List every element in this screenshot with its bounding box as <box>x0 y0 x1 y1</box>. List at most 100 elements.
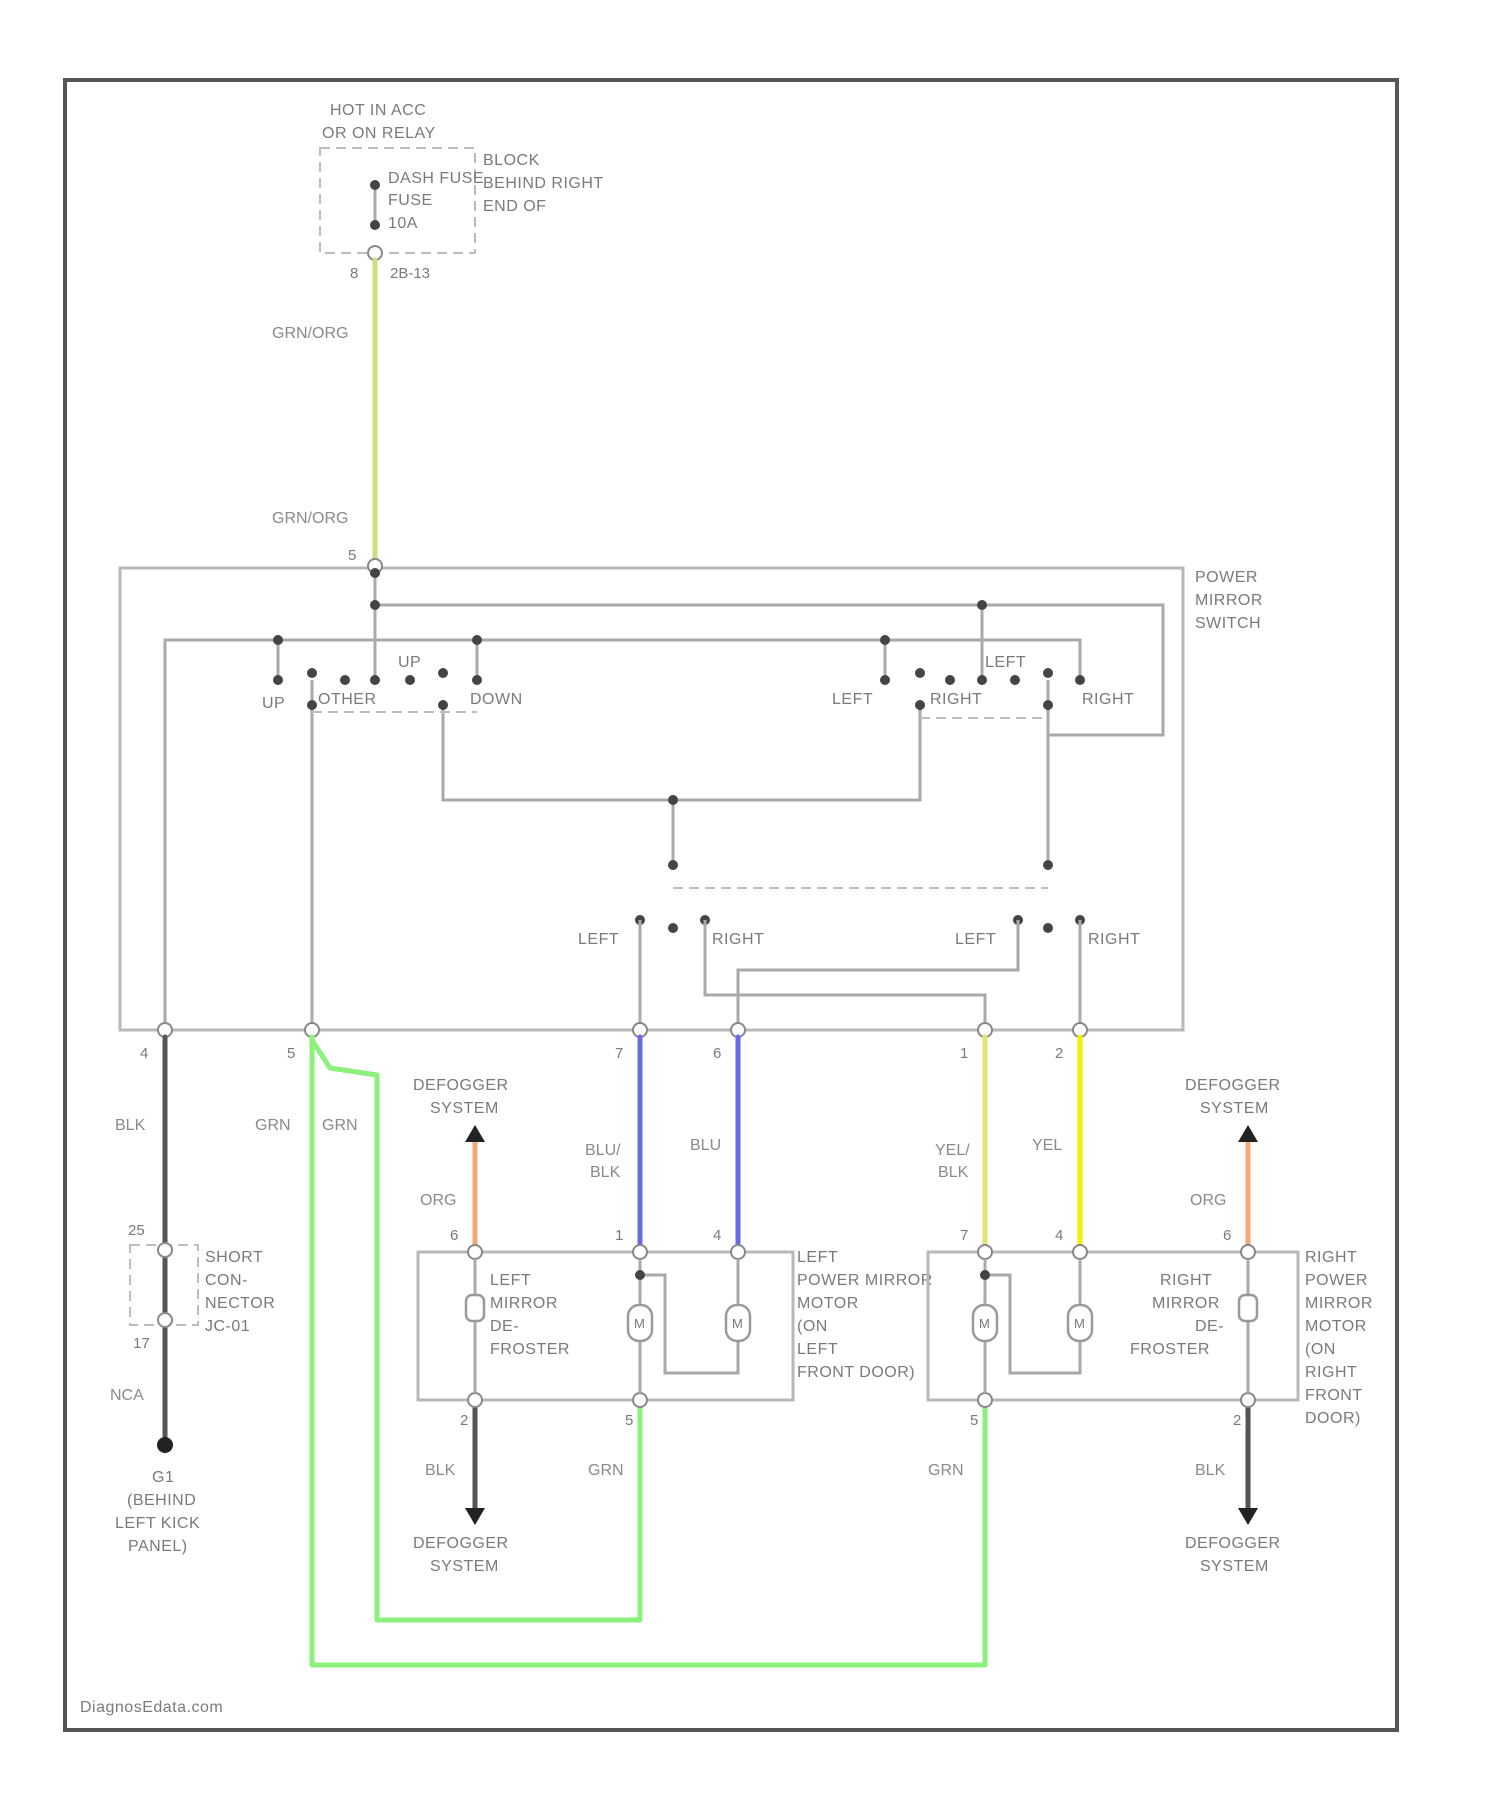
ground-icon <box>157 1437 173 1453</box>
wire-label-yel: YEL <box>1032 1137 1062 1154</box>
selector-label-right-1: RIGHT <box>712 931 764 948</box>
switch-node <box>472 635 482 645</box>
arrow-down-icon <box>465 1508 485 1525</box>
switch-node <box>307 668 317 678</box>
switch-pin-label: 6 <box>713 1045 721 1062</box>
switch-label-left-2: LEFT <box>985 654 1026 671</box>
short-connector-pin-label: 17 <box>133 1335 150 1352</box>
fuse-node <box>370 180 380 190</box>
wire-label-org-right: ORG <box>1190 1192 1226 1209</box>
left-motor-pin-label: 2 <box>460 1412 468 1429</box>
defogger-label: DEFOGGER <box>1185 1077 1281 1094</box>
right-motor-pin-label: 6 <box>1223 1227 1231 1244</box>
switch-node <box>668 923 678 933</box>
right-defroster-label: FROSTER <box>1130 1341 1210 1358</box>
right-motor-m1-symbol: M <box>979 1316 990 1331</box>
switch-node <box>915 668 925 678</box>
fuse-block: HOT IN ACC OR ON RELAY DASH FUSE FUSE 10… <box>320 102 604 282</box>
switch-node <box>438 668 448 678</box>
switch-node <box>1075 675 1085 685</box>
switch-label-other: OTHER <box>318 691 377 708</box>
defogger-bottom-left: DEFOGGER SYSTEM <box>413 1508 509 1575</box>
watermark: DiagnosEdata.com <box>80 1699 223 1716</box>
arrow-down-icon <box>1238 1508 1258 1525</box>
wire-label-org-left: ORG <box>420 1192 456 1209</box>
switch-pin-label: 5 <box>287 1045 295 1062</box>
right-motor-m2-symbol: M <box>1074 1316 1085 1331</box>
left-motor-name: POWER MIRROR <box>797 1272 933 1289</box>
left-defroster-label: FROSTER <box>490 1341 570 1358</box>
defogger-label: DEFOGGER <box>413 1077 509 1094</box>
wire-label-nca: NCA <box>110 1387 144 1404</box>
short-connector-pin-label: 25 <box>128 1222 145 1239</box>
wire-label-grn-left-bottom: GRN <box>588 1462 624 1479</box>
defogger-label: DEFOGGER <box>413 1535 509 1552</box>
right-motor-pin-label: 4 <box>1055 1227 1063 1244</box>
right-defroster-label: RIGHT <box>1160 1272 1212 1289</box>
left-motor-name: MOTOR <box>797 1295 859 1312</box>
switch-node <box>1043 860 1053 870</box>
fuse-location-line2: BEHIND RIGHT <box>483 175 604 192</box>
switch-pin-label: 4 <box>140 1045 148 1062</box>
ground-name: G1 <box>152 1469 174 1486</box>
switch-label-up-1: UP <box>262 695 285 712</box>
right-motor-name: RIGHT <box>1305 1364 1357 1381</box>
right-motor-pin-label: 2 <box>1233 1412 1241 1429</box>
left-motor-pin-4 <box>731 1245 745 1259</box>
switch-node <box>472 675 482 685</box>
wire-label-blu-blk-2: BLK <box>590 1164 621 1181</box>
fuse-label-line2: FUSE <box>388 192 433 209</box>
left-power-mirror-motor: 6 1 4 2 5 LEFT MIRROR DE- FROSTER M M LE… <box>418 1227 933 1429</box>
left-defroster-label: DE- <box>490 1318 519 1335</box>
wire-label-grn-org-1: GRN/ORG <box>272 325 348 342</box>
right-motor-name: MIRROR <box>1305 1295 1373 1312</box>
short-connector-name: NECTOR <box>205 1295 275 1312</box>
switch-label-up-2: UP <box>398 654 421 671</box>
switch-pin-label: 1 <box>960 1045 968 1062</box>
switch-node <box>370 568 380 578</box>
fuse-title-line1: HOT IN ACC <box>330 102 426 119</box>
right-motor-pin-label: 5 <box>970 1412 978 1429</box>
wire-label-grn-b: GRN <box>322 1117 358 1134</box>
defogger-label: SYSTEM <box>1200 1558 1269 1575</box>
left-motor-name: (ON <box>797 1318 828 1335</box>
switch-node <box>1043 923 1053 933</box>
right-power-mirror-motor: 7 4 6 5 2 M M RIGHT MIRROR DE- FROSTER R… <box>928 1227 1373 1429</box>
short-connector: 25 17 SHORT CON- NECTOR JC-01 <box>128 1222 275 1352</box>
wire-label-blk-right-bottom: BLK <box>1195 1462 1226 1479</box>
ground-name: LEFT KICK <box>115 1515 200 1532</box>
right-motor-pin-label: 7 <box>960 1227 968 1244</box>
switch-node <box>880 675 890 685</box>
wire-label-blu-blk-1: BLU/ <box>585 1142 621 1159</box>
left-defroster-label: LEFT <box>490 1272 531 1289</box>
short-connector-pin-25 <box>158 1243 172 1257</box>
short-connector-name: JC-01 <box>205 1318 250 1335</box>
left-motor-m2-symbol: M <box>732 1316 743 1331</box>
left-motor-m1-symbol: M <box>634 1316 645 1331</box>
switch-node <box>668 795 678 805</box>
switch-node <box>307 700 317 710</box>
left-defroster-heater-icon <box>466 1295 484 1321</box>
switch-node <box>668 860 678 870</box>
left-motor-pin-label: 5 <box>625 1412 633 1429</box>
right-defroster-label: MIRROR <box>1152 1295 1220 1312</box>
left-motor-name: LEFT <box>797 1341 838 1358</box>
left-motor-node <box>635 1270 645 1280</box>
fuse-label-line1: DASH FUSE <box>388 170 484 187</box>
right-motor-pin-4 <box>1073 1245 1087 1259</box>
fuse-node <box>370 220 380 230</box>
defogger-label: SYSTEM <box>430 1558 499 1575</box>
right-motor-common <box>985 1259 1080 1373</box>
switch-node <box>273 635 283 645</box>
ground-name: (BEHIND <box>127 1492 196 1509</box>
ground-g1: G1 (BEHIND LEFT KICK PANEL) <box>115 1437 200 1555</box>
left-motor-pin-1 <box>633 1245 647 1259</box>
left-motor-name: LEFT <box>797 1249 838 1266</box>
switch-label-down: DOWN <box>470 691 523 708</box>
switch-node <box>370 600 380 610</box>
diagram-frame <box>65 80 1397 1730</box>
switch-node <box>370 675 380 685</box>
right-motor-pin-2 <box>1241 1393 1255 1407</box>
switch-common-bus <box>443 705 920 800</box>
defogger-label: SYSTEM <box>1200 1100 1269 1117</box>
